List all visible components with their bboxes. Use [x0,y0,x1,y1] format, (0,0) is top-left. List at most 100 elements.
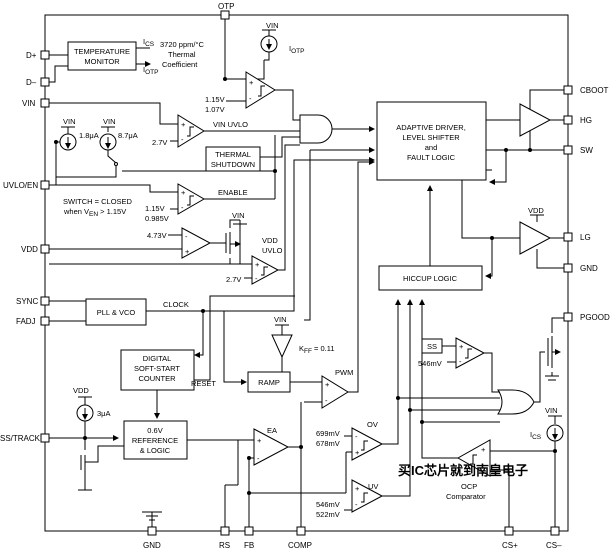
pin-lg [563,232,573,242]
svg-text:+: + [481,445,486,454]
ov-th2: 678mV [316,439,340,448]
svg-text:-: - [257,454,260,463]
ocp-section: + - OCP Comparator VIN ICS [419,299,564,527]
ss-comparator [455,337,486,369]
pll-vco-label: PLL & VCO [97,308,136,317]
pin-gnd [147,526,157,536]
pin-vdd-label: VDD [21,245,38,254]
temperature-monitor-label-2: MONITOR [84,57,120,66]
pin-gnd-label: GND [143,541,161,550]
vin-cs: VIN [545,406,558,415]
vin-ramp: VIN [274,315,287,324]
cur2-label: 8.7μA [118,131,138,140]
ss-th: 546mV [418,359,442,368]
clock-label: CLOCK [163,300,189,309]
kff-buffer [271,334,293,359]
reference-section: 0.6V REFERENCE & LOGIC VDD 3μA [49,386,254,491]
adaptive-driver-label-2: LEVEL SHIFTER [402,133,460,142]
pin-sync [40,296,50,306]
otp-section: VIN IOTP + - 1.15V 1.07V [205,19,304,121]
hiccup-logic-label: HICCUP LOGIC [403,274,458,283]
ldo-amp [181,227,212,259]
ocp-label-1: OCP [461,482,477,491]
error-amp-section: + - EA [224,402,346,527]
thermal-shutdown-block [205,146,261,172]
watermark-text: 买IC芯片就到南皇电子 [398,463,528,478]
ov-uv-section: - + OV 699mV 678mV + - UV 546mV 522mV [316,299,500,519]
pin-vdd [40,244,50,254]
vin-uvlo-comparator [177,114,205,148]
vdd-uvlo-th: 2.7V [226,275,241,284]
svg-text:-: - [355,432,358,441]
pin-comp [296,526,306,536]
enable-section: VIN 1.8μA VIN 8.7μA SWITCH = CLOSED when… [49,117,277,223]
pin-fadj [40,316,50,326]
iotp-label: IOTP [143,65,158,76]
pin-fb-label: FB [244,541,254,550]
svg-text:-: - [355,500,358,509]
vdd-lg-label: VDD [528,206,544,215]
reference-label-3: & LOGIC [140,446,171,455]
temp-coeff-3: Coefficient [162,60,198,69]
pin-dminus-label: D– [26,78,37,87]
pin-pgood-label: PGOOD [580,313,610,322]
vin-s2: VIN [103,117,116,126]
cur1-label: 1.8μA [79,131,99,140]
otp-th1: 1.15V [205,95,225,104]
pin-rs [220,526,230,536]
enable-label: ENABLE [218,188,248,197]
soft-start-block [120,349,195,391]
error-amplifier [253,428,290,466]
cur-ss-label: 3μA [97,409,111,418]
reference-label-1: 0.6V [147,426,162,435]
enable-comparator [177,183,206,215]
pin-gnd-right-label: GND [580,264,598,273]
pin-ss-track [40,433,50,443]
pin-dplus-label: D+ [26,51,37,60]
pin-fadj-label: FADJ [16,317,36,326]
svg-text:+: + [181,120,186,129]
svg-text:-: - [181,135,184,144]
pin-pgood [563,312,573,322]
svg-text:-: - [459,357,462,366]
pin-fb [244,526,254,536]
en-th2: 0.985V [145,214,169,223]
pin-uvlo-en [40,180,50,190]
ov-th1: 699mV [316,429,340,438]
adaptive-driver-label-1: ADAPTIVE DRIVER, [396,123,466,132]
reference-label-2: REFERENCE [132,436,178,445]
vdd-uvlo-comparator [251,255,280,285]
svg-text:+: + [249,78,254,87]
chip-outline [44,14,569,532]
reference-block [123,420,188,460]
pin-cs-plus-label: CS+ [502,541,518,550]
vin-s1: VIN [63,117,76,126]
pin-vin-label: VIN [22,99,36,108]
svg-text:+: + [355,484,360,493]
hg-driver [519,103,552,137]
uvlo-th: 2.7V [152,138,167,147]
ov-comparator [351,427,384,461]
pin-lg-label: LG [580,233,591,242]
pin-cs-minus [550,526,560,536]
pin-ss-track-label: SS/TRACK [0,434,41,443]
pin-uvlo-en-label: UVLO/EN [3,181,38,190]
switch-note-1: SWITCH = CLOSED [63,197,133,206]
iotp-source-label: IOTP [289,44,304,55]
ocp-label-2: Comparator [446,492,486,501]
pgood-section: SS + - 546mV [418,317,564,415]
pin-cs-minus-label: CS– [546,541,562,550]
uv-th1: 546mV [316,500,340,509]
svg-text:+: + [459,342,464,351]
vin-ldo: VIN [232,211,245,220]
pwm-label: PWM [335,368,353,377]
switch-note-2: when VEN > 1.15V [63,207,126,218]
en-th1: 1.15V [145,204,165,213]
uv-th2: 522mV [316,510,340,519]
svg-text:-: - [185,232,188,241]
ov-label: OV [367,420,378,429]
ground-symbol [142,511,162,527]
thermal-shutdown-label-2: SHUTDOWN [211,160,255,169]
vdd-ss: VDD [73,386,89,395]
uv-comparator [351,479,384,513]
